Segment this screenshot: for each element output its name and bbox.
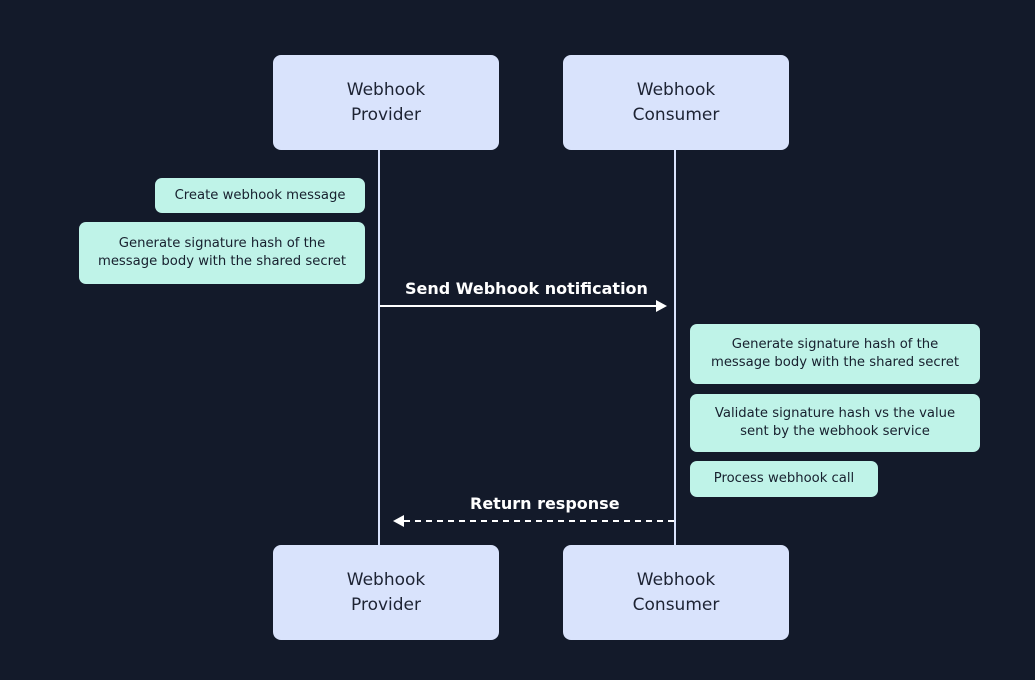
message-send-label: Send Webhook notification: [405, 279, 648, 298]
send-arrowhead: [656, 300, 667, 312]
participant-label-line2: Consumer: [632, 594, 720, 615]
note-provider-signature: Generate signature hash of the message b…: [79, 222, 365, 284]
note-create-message: Create webhook message: [155, 178, 365, 213]
participant-label-line1: Webhook: [346, 79, 426, 100]
participant-label-line2: Provider: [351, 594, 421, 615]
participant-label-line2: Provider: [351, 104, 421, 125]
participant-label-line1: Webhook: [636, 569, 716, 590]
participant-consumer-top: Webhook Consumer: [563, 55, 789, 150]
message-return-label: Return response: [470, 494, 620, 513]
participant-consumer-bottom: Webhook Consumer: [563, 545, 789, 640]
participant-label-line2: Consumer: [632, 104, 720, 125]
note-validate-signature: Validate signature hash vs the value sen…: [690, 394, 980, 452]
note-process-call: Process webhook call: [690, 461, 878, 497]
participant-label-line1: Webhook: [636, 79, 716, 100]
note-consumer-signature: Generate signature hash of the message b…: [690, 324, 980, 384]
participant-provider-top: Webhook Provider: [273, 55, 499, 150]
return-arrowhead: [393, 515, 404, 527]
participant-provider-bottom: Webhook Provider: [273, 545, 499, 640]
participant-label-line1: Webhook: [346, 569, 426, 590]
